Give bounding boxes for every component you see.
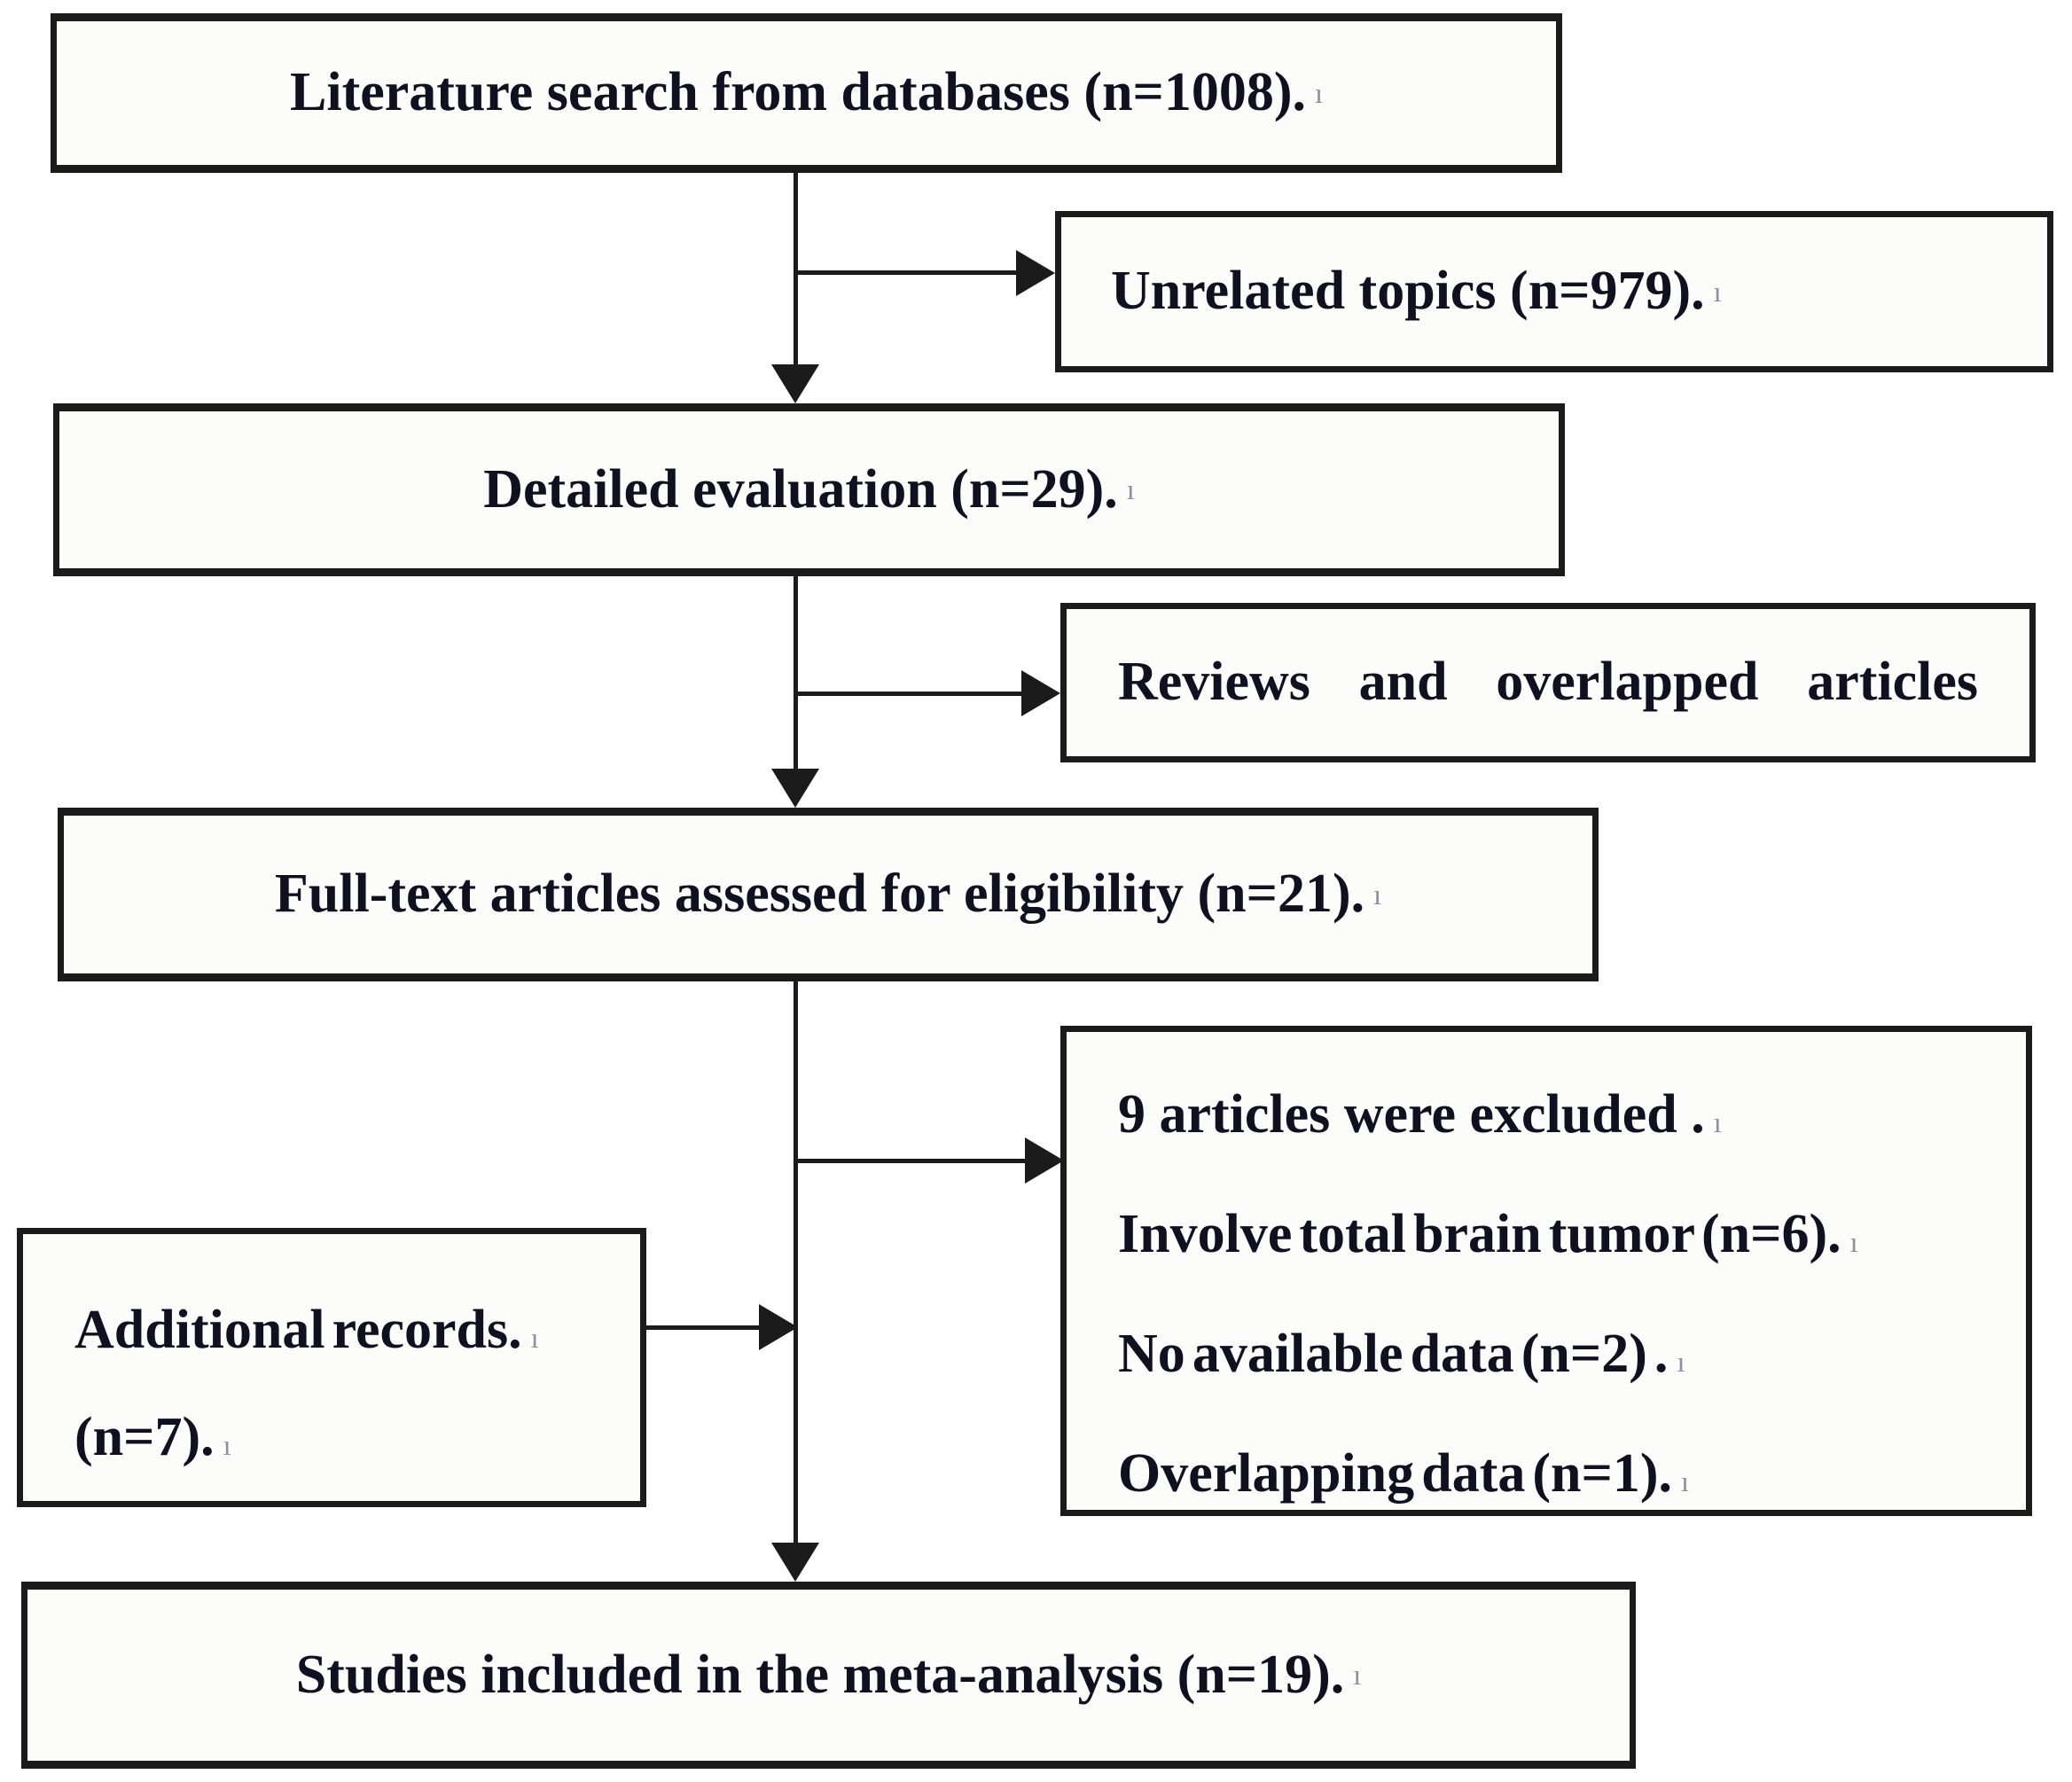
additional-records-line-1: Additional records. [74,1300,522,1360]
connector-trunk-2 [794,576,798,770]
paragraph-mark: ı [1677,1346,1685,1378]
excluded-line-3: No available data (n=2) . [1118,1324,1669,1384]
arrowhead-right-icon [1025,1137,1064,1184]
paragraph-mark: ı [1126,473,1135,506]
paragraph-mark: ı [1713,1106,1722,1138]
box-reviews-overlapped: Reviews and overlapped articles [1060,603,2036,762]
connector-branch-additional [646,1325,759,1330]
box-studies-included: Studies included in the meta-analysis (n… [21,1582,1636,1769]
arrowhead-down-icon [771,364,819,403]
box-literature-search-label: Literature search from databases (n=1008… [290,62,1307,123]
box-additional-records: Additional records.ı (n=7).ı [17,1228,646,1507]
paragraph-mark: ı [1373,878,1382,911]
box-literature-search: Literature search from databases (n=1008… [51,13,1562,173]
excluded-line-1: 9 articles were excluded . [1118,1084,1705,1145]
arrowhead-down-icon [771,1543,819,1582]
box-excluded-reasons: 9 articles were excluded .ı Involve tota… [1060,1026,2032,1516]
box-detailed-evaluation-label: Detailed evaluation (n=29). [483,458,1118,520]
arrowhead-right-icon [1021,670,1060,716]
connector-branch-reviews [795,692,1021,696]
box-detailed-evaluation: Detailed evaluation (n=29).ı [53,403,1565,576]
box-reviews-overlapped-label: Reviews and overlapped articles [1118,652,1978,713]
paragraph-mark: ı [1315,76,1323,109]
box-unrelated-topics: Unrelated topics (n=979).ı [1055,211,2053,372]
box-fulltext-eligibility-label: Full-text articles assessed for eligibil… [274,864,1365,925]
connector-branch-excluded [795,1159,1025,1163]
box-unrelated-topics-label: Unrelated topics (n=979). [1111,261,1705,322]
connector-trunk-3 [794,981,798,1545]
paragraph-mark: ı [1849,1226,1858,1258]
box-fulltext-eligibility: Full-text articles assessed for eligibil… [58,808,1599,981]
arrowhead-down-icon [771,769,819,808]
paragraph-mark: ı [1713,275,1722,308]
arrowhead-right-icon [1016,250,1055,296]
excluded-line-2: Involve total brain tumor (n=6). [1118,1204,1841,1264]
paragraph-mark: ı [1353,1659,1362,1692]
paragraph-mark: ı [223,1429,231,1461]
connector-branch-unrelated [795,270,1019,275]
additional-records-line-2: (n=7). [74,1407,215,1467]
paragraph-mark: ı [1681,1465,1689,1497]
excluded-line-4: Overlapping data (n=1). [1118,1443,1673,1504]
paragraph-mark: ı [530,1322,539,1354]
box-studies-included-label: Studies included in the meta-analysis (n… [295,1644,1345,1705]
arrowhead-right-icon [759,1304,798,1350]
